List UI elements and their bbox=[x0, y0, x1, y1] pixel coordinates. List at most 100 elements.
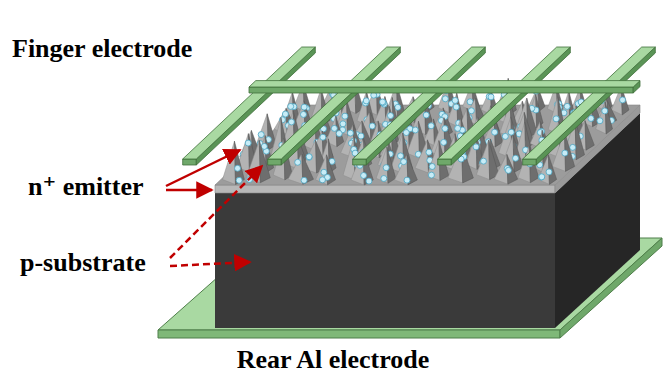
carrier-dot bbox=[412, 127, 418, 133]
carrier-dot bbox=[429, 163, 435, 169]
pyramid-face bbox=[223, 141, 236, 184]
carrier-dot bbox=[361, 172, 367, 178]
carrier-dot bbox=[426, 149, 432, 155]
carrier-dot bbox=[347, 130, 353, 136]
pyramid-face bbox=[585, 121, 594, 151]
carrier-dot bbox=[358, 133, 364, 139]
carrier-dot bbox=[245, 140, 251, 146]
electrode-side bbox=[536, 47, 655, 165]
electrode-side bbox=[438, 159, 452, 165]
part-label: Finger electrode bbox=[12, 34, 192, 64]
carrier-dot bbox=[546, 169, 552, 175]
pyramid-face bbox=[288, 154, 303, 185]
carrier-dot bbox=[306, 154, 312, 160]
carrier-dot bbox=[508, 129, 514, 135]
carrier-dot bbox=[539, 174, 545, 180]
carrier-dot bbox=[319, 177, 325, 183]
carrier-dot bbox=[480, 158, 486, 164]
carrier-dot bbox=[468, 108, 474, 114]
carrier-dot bbox=[380, 99, 386, 105]
electrode-side bbox=[183, 159, 197, 165]
carrier-dot bbox=[513, 155, 519, 161]
pyramid-face bbox=[316, 155, 328, 185]
finger-electrode bbox=[523, 47, 656, 159]
carrier-dot bbox=[452, 97, 458, 103]
electrode-side bbox=[249, 87, 633, 93]
carrier-dot bbox=[597, 118, 603, 124]
electrode-side bbox=[268, 159, 282, 165]
carrier-dot bbox=[342, 113, 348, 119]
carrier-dot bbox=[403, 130, 409, 136]
carrier-dot bbox=[301, 104, 307, 110]
carrier-dot bbox=[570, 144, 576, 150]
carrier-dot bbox=[428, 172, 434, 178]
carrier-dot bbox=[564, 103, 570, 109]
carrier-dot bbox=[380, 100, 386, 106]
carrier-dot bbox=[453, 104, 459, 110]
pyramid-face bbox=[336, 116, 344, 146]
pyramid-face bbox=[605, 102, 612, 134]
electrode-side bbox=[353, 159, 367, 165]
pyramid-face bbox=[415, 140, 428, 173]
carrier-dot bbox=[336, 131, 342, 137]
carrier-dot bbox=[404, 177, 410, 183]
carrier-dot bbox=[235, 165, 241, 171]
carrier-dot bbox=[282, 111, 288, 117]
part-label: Rear Al electrode bbox=[237, 345, 430, 375]
carrier-dot bbox=[295, 159, 301, 165]
pyramid-face bbox=[424, 119, 435, 146]
carrier-dot bbox=[261, 143, 267, 149]
leader-arrow bbox=[166, 189, 212, 192]
part-label: n⁺ emitter bbox=[28, 172, 144, 202]
carrier-dot bbox=[455, 125, 461, 131]
p-substrate-block bbox=[215, 105, 640, 328]
carrier-dot bbox=[381, 176, 387, 182]
carrier-dot bbox=[395, 104, 401, 110]
carrier-dot bbox=[538, 174, 544, 180]
carrier-dot bbox=[562, 150, 568, 156]
carrier-dot bbox=[288, 119, 294, 125]
carrier-dot bbox=[363, 98, 369, 104]
carrier-dot bbox=[488, 94, 494, 100]
carrier-dot bbox=[442, 126, 448, 132]
carrier-dot bbox=[553, 116, 559, 122]
carrier-dot bbox=[331, 125, 337, 131]
carrier-dot bbox=[473, 144, 479, 150]
carrier-dot bbox=[398, 153, 404, 159]
carrier-dot bbox=[369, 123, 375, 129]
carrier-dot bbox=[442, 96, 448, 102]
carrier-dot bbox=[620, 97, 626, 103]
finger-electrode bbox=[249, 81, 640, 87]
carrier-dot bbox=[423, 112, 429, 118]
carrier-dot bbox=[602, 108, 608, 114]
carrier-dot bbox=[288, 103, 294, 109]
carrier-dot bbox=[441, 139, 447, 145]
carrier-dot bbox=[387, 113, 393, 119]
leader-arrow bbox=[170, 262, 250, 266]
carrier-dot bbox=[306, 154, 312, 160]
leader-arrow bbox=[170, 166, 262, 258]
carrier-dot bbox=[505, 167, 511, 173]
pyramid-face bbox=[476, 140, 489, 180]
carrier-dot bbox=[366, 178, 372, 184]
carrier-dot bbox=[320, 134, 326, 140]
pyramid-face bbox=[234, 141, 244, 184]
carrier-dot bbox=[428, 123, 434, 129]
carrier-dot bbox=[258, 132, 264, 138]
part-label: p-substrate bbox=[20, 248, 146, 278]
electrode-side bbox=[523, 159, 537, 165]
finger-grid bbox=[183, 47, 656, 165]
carrier-dot bbox=[301, 177, 307, 183]
leader-arrows bbox=[166, 150, 262, 266]
carrier-dot bbox=[492, 129, 498, 135]
carrier-dot bbox=[340, 121, 346, 127]
carrier-dot bbox=[236, 177, 242, 183]
carrier-dot bbox=[502, 133, 508, 139]
carrier-dot bbox=[401, 159, 407, 165]
carrier-dot bbox=[588, 115, 594, 121]
carrier-dot bbox=[383, 165, 389, 171]
carrier-dot bbox=[300, 111, 306, 117]
pyramid-face bbox=[302, 154, 314, 185]
leader-arrow bbox=[166, 150, 240, 186]
